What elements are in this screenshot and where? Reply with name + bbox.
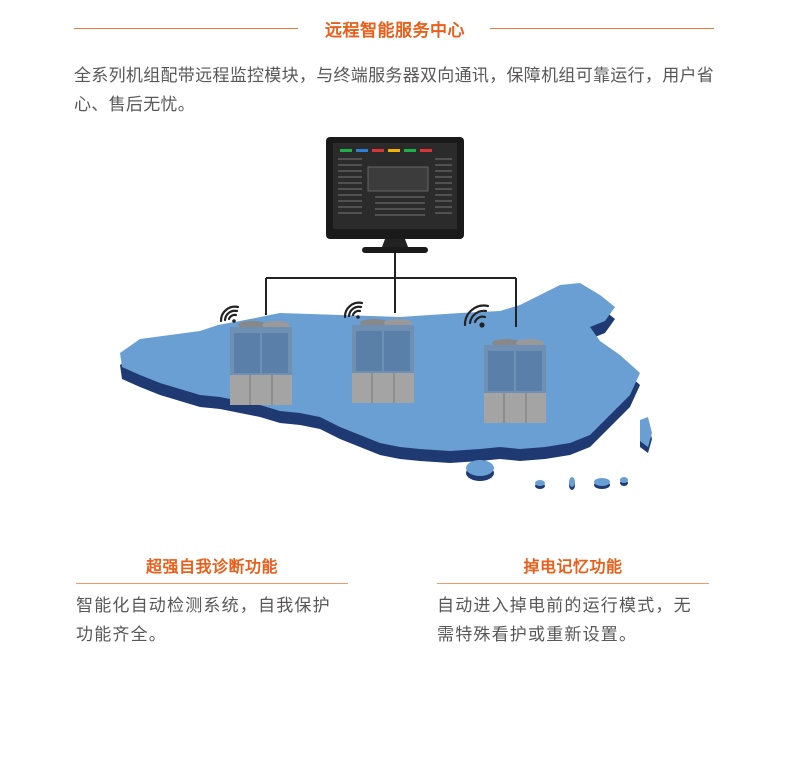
feature-description: 智能化自动检测系统，自我保护功能齐全。	[76, 596, 331, 645]
network-connection-lines	[265, 253, 517, 327]
section-header: 远程智能服务中心	[74, 14, 714, 42]
feature-self-diagnosis: 超强自我诊断功能 智能化自动检测系统，自我保护功能齐全。	[76, 555, 348, 650]
header-divider-right	[490, 28, 714, 29]
heat-pump-unit-central	[352, 319, 414, 403]
header-divider-left	[74, 28, 298, 29]
feature-divider	[76, 583, 348, 584]
monitor-icon	[326, 137, 464, 253]
heat-pump-unit-east	[484, 339, 546, 423]
feature-power-failure-memory: 掉电记忆功能 自动进入掉电前的运行模式，无需特殊看护或重新设置。	[437, 555, 709, 650]
feature-description: 自动进入掉电前的运行模式，无需特殊看护或重新设置。	[437, 596, 692, 645]
feature-divider	[437, 583, 709, 584]
wifi-icon	[219, 301, 490, 328]
intro-paragraph: 全系列机组配带远程监控模块，与终端服务器双向通讯，保障机组可靠运行，用户省心、售…	[74, 66, 715, 115]
remote-monitoring-illustration	[100, 135, 700, 505]
heat-pump-unit-west	[230, 321, 292, 405]
section-title: 远程智能服务中心	[325, 21, 465, 41]
feature-title: 掉电记忆功能	[523, 557, 623, 576]
feature-title: 超强自我诊断功能	[145, 557, 278, 576]
